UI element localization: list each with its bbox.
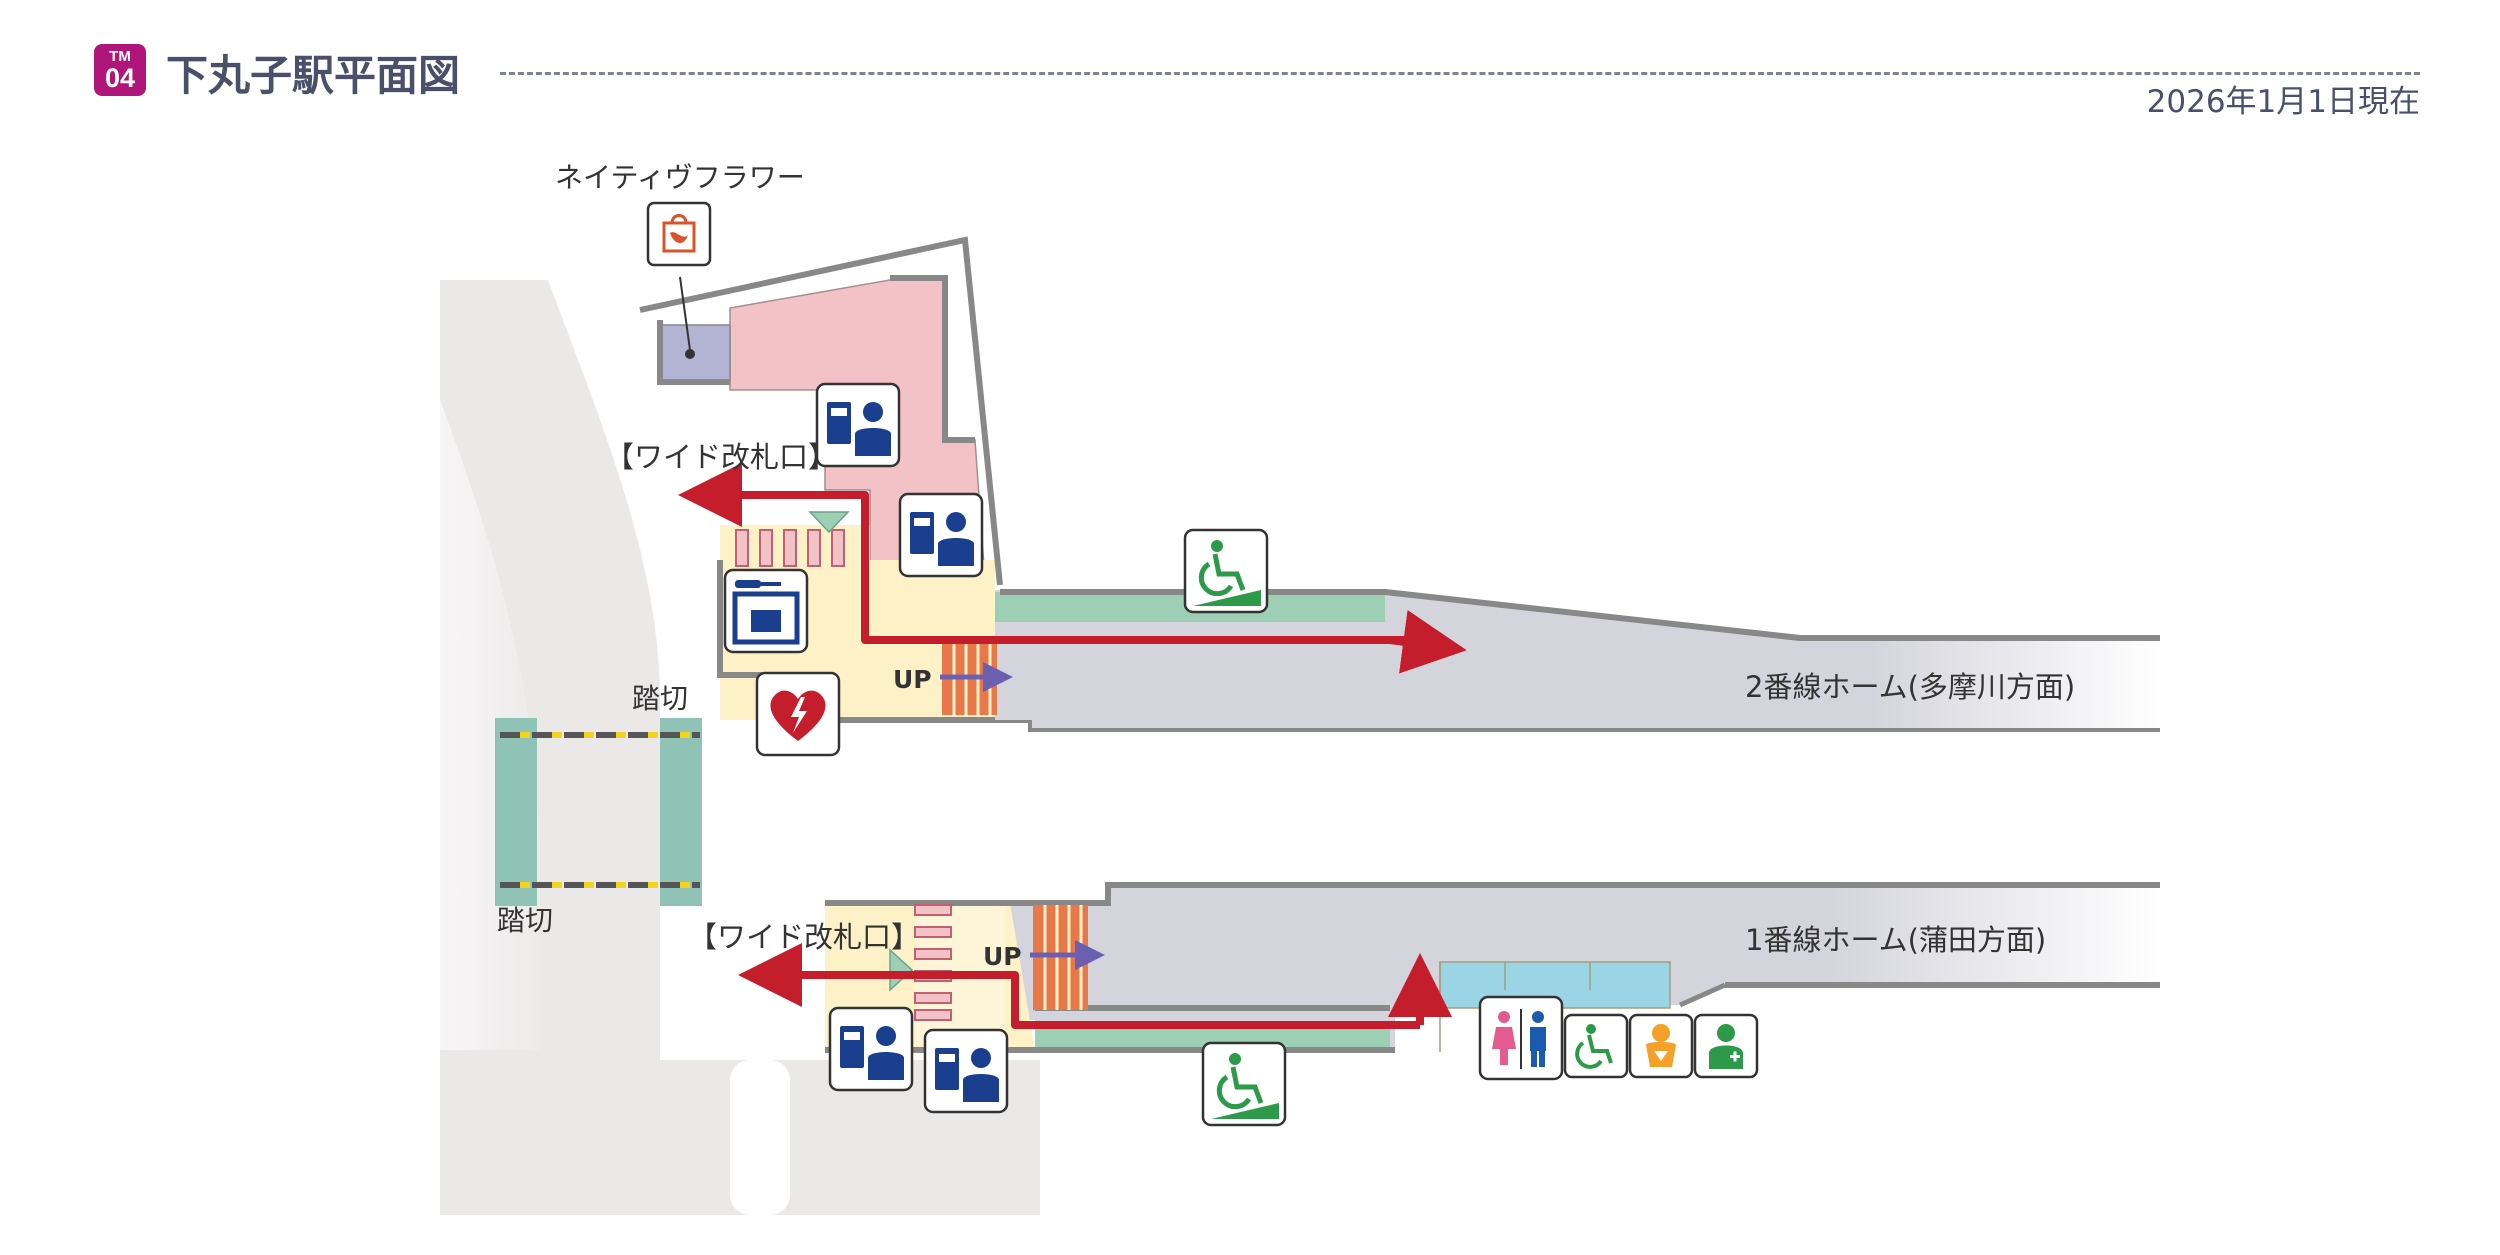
aed-icon [755, 671, 841, 757]
ticket-machine-staff-icon [923, 1028, 1009, 1114]
ticket-gates-upper [735, 529, 845, 567]
accessible-toilet-icon [1563, 1013, 1629, 1079]
route-arrow-platform-2 [1389, 610, 1467, 674]
line-code: TM [109, 48, 131, 65]
up-label-upper: UP [893, 665, 932, 694]
platform-1-label: 1番線ホーム(蒲田方面) [1745, 923, 2046, 957]
platform-1: UP 1番線ホーム(蒲田方面) [825, 882, 2160, 1053]
platform-2: UP 2番線ホーム(多摩川方面) [893, 589, 2160, 732]
shop-name-label: ネイティヴフラワー [555, 161, 805, 194]
gate-upper-label: 【ワイド改札口】 [605, 440, 837, 474]
ticket-machine-staff-icon [828, 1006, 914, 1092]
title-divider [500, 72, 2420, 75]
locker-icon [723, 568, 809, 654]
station-number: 04 [104, 63, 136, 93]
wheelchair-ramp-icon [1201, 1041, 1287, 1127]
effective-date: 2026年1月1日現在 [2146, 84, 2420, 120]
route-arrow-upper-gate [678, 463, 1425, 644]
wheelchair-ramp-icon [1183, 528, 1269, 614]
header: TM 04 下丸子駅平面図 2026年1月1日現在 [0, 0, 2500, 140]
street-area [440, 280, 1040, 1215]
route-arrow-lower-gate [738, 943, 1420, 1029]
toilet-icon [1478, 995, 1564, 1081]
page-title: 下丸子駅平面図 [166, 51, 461, 100]
station-number-badge: TM 04 [94, 44, 146, 96]
crossing-upper-label: 踏切 [632, 682, 688, 715]
railway-crossing [495, 718, 702, 906]
shop-icon [646, 201, 712, 267]
route-arrows [678, 463, 1467, 1029]
ticket-machine-staff-icon [898, 492, 984, 578]
up-label-lower: UP [983, 942, 1022, 971]
platform-2-label: 2番線ホーム(多摩川方面) [1745, 670, 2075, 704]
crossing-lower-label: 踏切 [497, 904, 553, 937]
baby-care-icon [1628, 1013, 1694, 1079]
ticket-machine-staff-icon [815, 382, 901, 468]
first-aid-icon [1693, 1013, 1759, 1079]
gate-lower-label: 【ワイド改札口】 [688, 920, 920, 954]
